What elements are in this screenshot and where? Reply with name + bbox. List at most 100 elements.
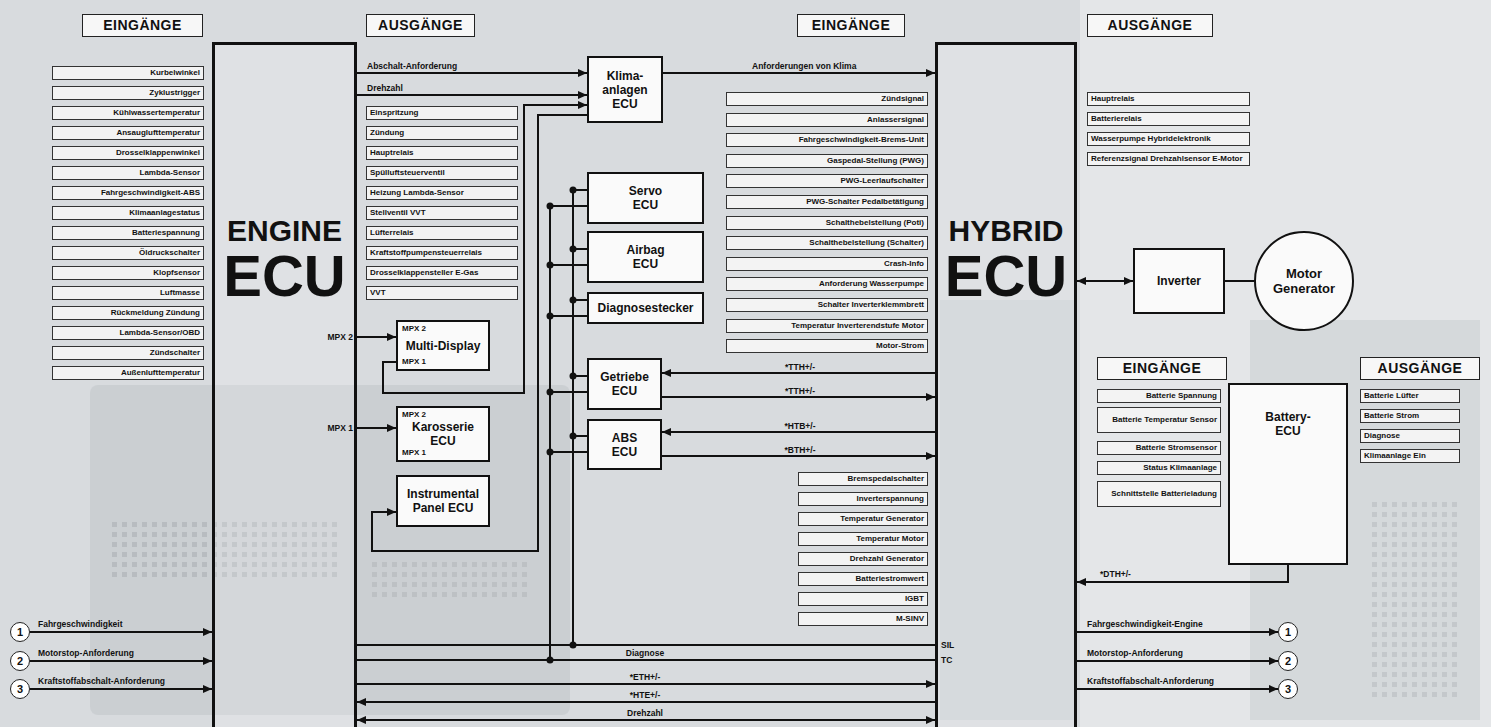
signal-box: IGBT — [798, 592, 928, 606]
signal-box: Rückmeldung Zündung — [52, 306, 204, 320]
arrow-head — [578, 101, 587, 109]
signal-box: Öldruckschalter — [52, 246, 204, 260]
arrow-head — [926, 452, 935, 460]
header-text: AUSGÄNGE — [1092, 17, 1208, 34]
connector-pins — [370, 560, 530, 600]
signal-name: Temperatur Inverterendstufe Motor — [730, 321, 924, 331]
arrow-head — [203, 628, 212, 636]
signal-label: Fahrgeschwindigkeit-Engine — [1087, 619, 1203, 629]
connector-line — [662, 372, 935, 374]
signal-name: Fahrgeschwindigkeit-ABS — [56, 188, 200, 198]
callout-number: 3 — [1285, 683, 1291, 695]
signal-box: Klimaanlage Ein — [1360, 449, 1460, 463]
section-header: EINGÄNGE — [1097, 357, 1227, 380]
ecu-name: Diagnosestecker — [597, 301, 693, 315]
signal-name: Spülluftsteuerventil — [370, 168, 514, 178]
signal-name: Anlassersignal — [730, 115, 924, 125]
signal-box: Temperatur Generator — [798, 512, 928, 526]
connector-line — [550, 452, 935, 660]
arrow-head — [578, 91, 587, 99]
signal-name: Stellventil VVT — [370, 208, 514, 218]
ecu-name: ABS ECU — [612, 431, 637, 459]
signal-name: Klopfsensor — [56, 268, 200, 278]
signal-name: Kurbelwinkel — [56, 68, 200, 78]
arrow-head — [203, 657, 212, 665]
signal-box: Schnittstelle Batterieladung — [1097, 481, 1221, 507]
signal-name: Batterie Spannung — [1101, 391, 1217, 401]
signal-name: PWG-Schalter Pedalbetätigung — [730, 197, 924, 207]
signal-label: MPX 2 — [327, 332, 353, 342]
signal-name: Schalthebelstellung (Schalter) — [730, 238, 924, 248]
signal-label: *DTH+/- — [1100, 569, 1131, 579]
signal-box: Lambda-Sensor/OBD — [52, 326, 204, 340]
signal-box: Batterie Temperatur Sensor — [1097, 407, 1221, 433]
connector — [1077, 628, 1278, 636]
ecu-name: Airbag ECU — [626, 243, 664, 271]
connector — [550, 392, 935, 660]
signal-box: M-SINV — [798, 612, 928, 626]
arrow-head — [1124, 277, 1133, 285]
signal-name: Drosselklappenwinkel — [56, 148, 200, 158]
section-header: AUSGÄNGE — [366, 14, 475, 37]
callout-circle: 2 — [10, 651, 30, 671]
connector — [550, 316, 935, 660]
bus-label: Diagnose — [626, 648, 664, 658]
signal-box: Zyklustrigger — [52, 86, 204, 100]
connector-line — [357, 300, 587, 645]
connector-line — [1077, 660, 1278, 662]
signal-box: Schalthebelstellung (Poti) — [726, 216, 928, 230]
signal-name: IGBT — [802, 594, 924, 604]
signal-box: Zündung — [366, 126, 518, 140]
connector-line — [357, 190, 587, 645]
ecu-name: Battery-ECU — [1265, 410, 1310, 438]
connector — [372, 115, 587, 551]
arrow-head — [926, 680, 935, 688]
connector-line — [550, 392, 935, 660]
ecu-name: Klima-anlagen ECU — [602, 69, 647, 111]
signal-box: Batterie Lüfter — [1360, 389, 1460, 403]
connector-line — [357, 72, 587, 74]
signal-name: Zyklustrigger — [56, 88, 200, 98]
signal-label: *BTH+/- — [785, 445, 816, 455]
signal-name: Kühlwassertemperatur — [56, 108, 200, 118]
signal-box: Klopfsensor — [52, 266, 204, 280]
ecu-name: Karosserie ECU — [402, 420, 484, 448]
ecu-title: ENGINE — [227, 215, 342, 247]
signal-label: Drehzahl — [367, 83, 403, 93]
connector — [550, 265, 935, 660]
arrow-head — [387, 333, 396, 341]
ecu-title: ECU — [223, 247, 345, 305]
signal-name: Fahrgeschwindigkeit-Brems-Unit — [730, 135, 924, 145]
signal-box: Wasserpumpe Hybridelektronik — [1087, 132, 1250, 146]
signal-box: Gaspedal-Stellung (PWG) — [726, 154, 928, 168]
connector — [30, 685, 212, 693]
connector — [357, 249, 587, 645]
header-text: EINGÄNGE — [1102, 360, 1222, 377]
signal-box: Referenzsignal Drehzahlsensor E-Motor — [1087, 152, 1250, 166]
ecu-name: Instrumental Panel ECU — [407, 487, 479, 515]
connector-line — [357, 701, 935, 703]
signal-box: Bremspedalschalter — [798, 472, 928, 486]
header-text: AUSGÄNGE — [371, 17, 470, 34]
section-header: AUSGÄNGE — [1087, 14, 1213, 37]
signal-name: Ansauglufttemperatur — [56, 128, 200, 138]
signal-name: Referenzsignal Drehzahlsensor E-Motor — [1091, 154, 1246, 164]
connector-line — [1225, 280, 1254, 282]
signal-box: Hauptrelais — [1087, 92, 1250, 106]
signal-name: Hauptrelais — [370, 148, 514, 158]
arrow-head — [387, 424, 396, 432]
signal-name: Crash-Info — [730, 259, 924, 269]
signal-name: Lambda-Sensor — [56, 168, 200, 178]
signal-box: Kühlwassertemperatur — [52, 106, 204, 120]
callout-circle: 1 — [1278, 622, 1298, 642]
signal-label: Motorstop-Anforderung — [38, 648, 134, 658]
signal-name: Einspritzung — [370, 108, 514, 118]
signal-name: Zündung — [370, 128, 514, 138]
arrow-head — [357, 716, 366, 724]
callout-number: 2 — [1285, 655, 1291, 667]
section-header: EINGÄNGE — [797, 14, 905, 37]
callout-circle: 3 — [10, 679, 30, 699]
signal-name: Öldruckschalter — [56, 248, 200, 258]
signal-name: Motor-Strom — [730, 341, 924, 351]
